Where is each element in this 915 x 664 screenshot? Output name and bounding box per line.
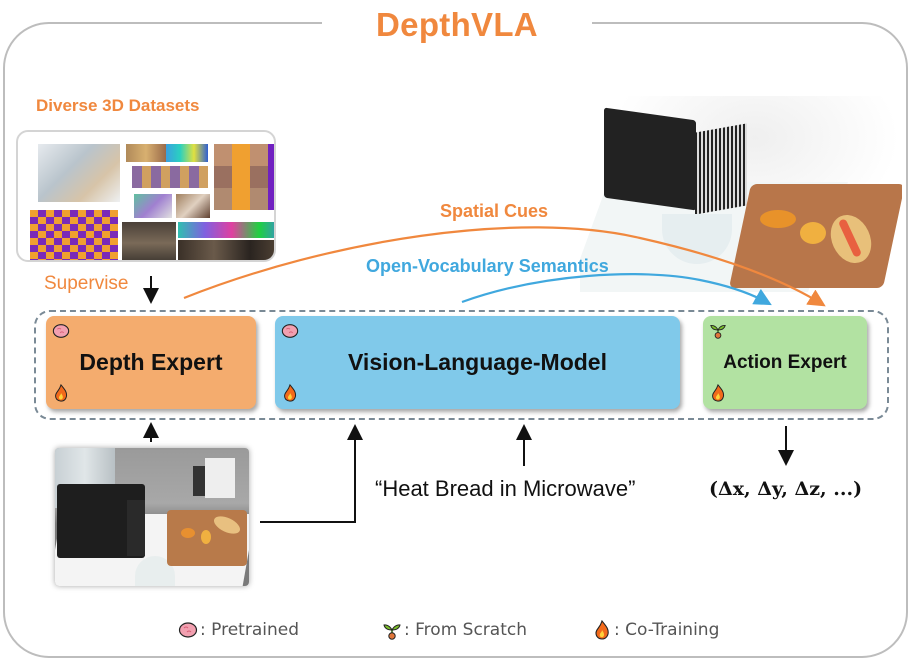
point-cloud-image bbox=[580, 92, 902, 312]
dataset-thumb bbox=[166, 144, 208, 162]
spatial-cues-label: Spatial Cues bbox=[440, 201, 549, 221]
dataset-thumb bbox=[178, 240, 274, 260]
dataset-thumb bbox=[134, 194, 172, 218]
supervise-label: Supervise bbox=[44, 273, 129, 294]
observation-image bbox=[55, 448, 249, 586]
brain-icon bbox=[52, 324, 70, 338]
legend-label: : From Scratch bbox=[404, 620, 527, 640]
dataset-thumb bbox=[178, 222, 274, 238]
action-expert-label: Action Expert bbox=[723, 352, 847, 373]
sprout-icon bbox=[383, 624, 401, 640]
dataset-thumb bbox=[132, 166, 208, 188]
fire-icon bbox=[55, 384, 68, 402]
legend-item-co-training: : Co-Training bbox=[592, 620, 719, 640]
vlm-block: Vision-Language-Model bbox=[275, 316, 680, 409]
open-vocab-label: Open-Vocabulary Semantics bbox=[366, 256, 609, 276]
depth-expert-block: Depth Expert bbox=[46, 316, 256, 409]
language-instruction: “Heat Bread in Microwave” bbox=[375, 476, 636, 501]
legend-label: : Pretrained bbox=[200, 620, 299, 640]
vlm-label: Vision-Language-Model bbox=[348, 349, 607, 375]
fire-icon bbox=[284, 384, 297, 402]
diagram-title: DepthVLA bbox=[376, 6, 538, 43]
dataset-thumb bbox=[126, 144, 166, 162]
sprout-icon bbox=[710, 324, 726, 339]
datasets-title: Diverse 3D Datasets bbox=[36, 96, 200, 115]
legend-item-from-scratch: : From Scratch bbox=[382, 620, 527, 640]
title-background bbox=[322, 4, 592, 44]
dataset-thumb-checker bbox=[30, 210, 118, 260]
legend-item-pretrained: : Pretrained bbox=[178, 620, 299, 640]
dataset-thumb-house bbox=[38, 144, 120, 202]
brain-icon bbox=[178, 622, 198, 638]
dataset-thumb-grid bbox=[214, 144, 274, 210]
legend-label: : Co-Training bbox=[614, 620, 720, 640]
action-output: (Δx, Δy, Δz, ...) bbox=[709, 478, 863, 500]
microwave-shape bbox=[604, 107, 696, 211]
model-container bbox=[34, 310, 889, 420]
dataset-thumb bbox=[176, 194, 210, 218]
fire-icon bbox=[595, 620, 609, 640]
action-expert-block: Action Expert bbox=[703, 316, 867, 409]
dataset-thumb bbox=[122, 222, 176, 260]
depth-expert-label: Depth Expert bbox=[79, 349, 223, 375]
fire-icon bbox=[712, 384, 725, 402]
brain-icon bbox=[281, 324, 299, 338]
datasets-collage bbox=[16, 130, 276, 262]
